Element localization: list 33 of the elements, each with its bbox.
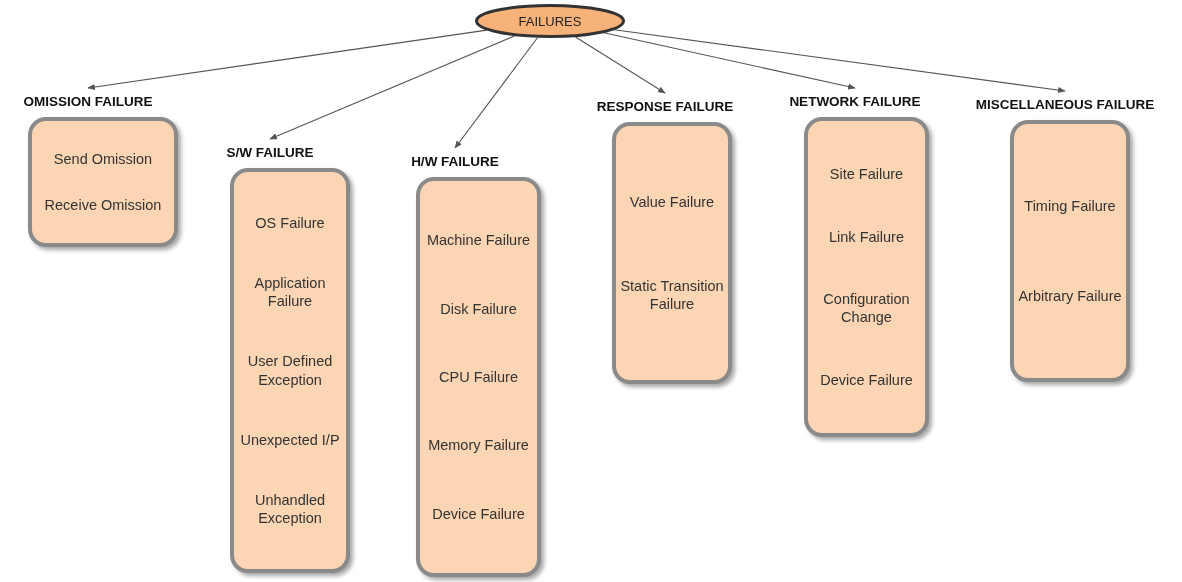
failure-type-label: Value Failure (629, 192, 715, 211)
arrow (269, 35, 515, 140)
failure-type-label: Unhandled Exception (253, 490, 327, 527)
arrow (87, 29, 488, 91)
category-heading: NETWORK FAILURE (789, 94, 921, 109)
failure-type-label: Machine Failure (426, 231, 531, 250)
root-label: FAILURES (518, 13, 582, 29)
failure-type-label: Static Transition Failure (619, 277, 725, 314)
failure-type-label: Configuration Change (822, 290, 911, 327)
arrow (613, 29, 1066, 94)
failure-type-label: OS Failure (255, 214, 325, 233)
failure-type-label: Arbitrary Failure (1018, 287, 1122, 306)
failure-type-label: Device Failure (432, 504, 525, 523)
category-heading: H/W FAILURE (411, 154, 499, 169)
failure-type-label: Timing Failure (1024, 196, 1116, 215)
failure-type-label: Device Failure (820, 370, 913, 389)
failure-type-label: Link Failure (829, 227, 904, 246)
failure-type-label: CPU Failure (439, 367, 518, 387)
failure-type-label: Receive Omission (44, 196, 162, 215)
failure-type-label: User Defined Exception (246, 352, 334, 389)
arrow (454, 37, 538, 149)
failure-type-label: Send Omission (53, 149, 153, 168)
category-heading: OMISSION FAILURE (23, 94, 153, 109)
arrow (575, 36, 666, 94)
category-heading: S/W FAILURE (226, 145, 314, 160)
failure-type-label: Memory Failure (428, 436, 529, 455)
category-heading: MISCELLANEOUS FAILURE (975, 97, 1155, 112)
failure-type-label: Disk Failure (440, 299, 517, 318)
failure-type-label: Application Failure (253, 274, 327, 311)
failure-type-label: Site Failure (829, 165, 904, 184)
category-heading: RESPONSE FAILURE (596, 99, 734, 114)
arrow (603, 32, 856, 90)
failure-type-label: Unexpected I/P (240, 430, 340, 449)
